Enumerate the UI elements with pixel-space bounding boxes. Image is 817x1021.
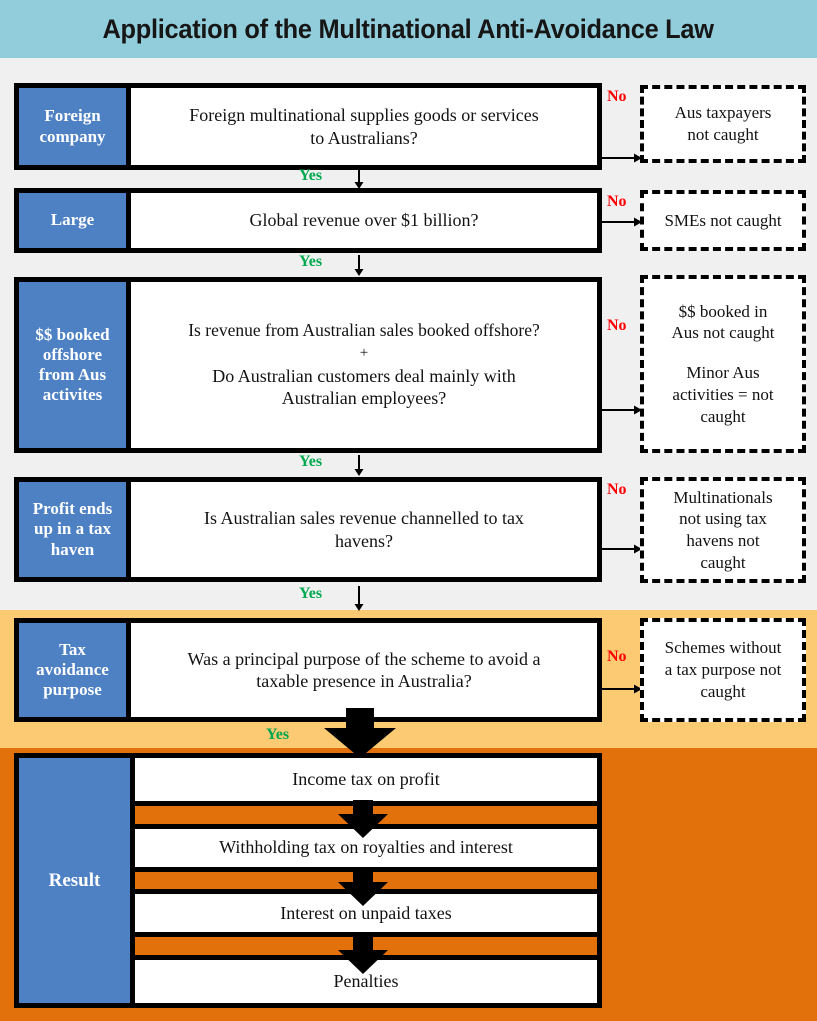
yes-arrow-row-4 [354,586,364,611]
row-label-line: up in a tax [34,519,111,539]
decision-row-tax-avoidance: Tax avoidance purpose Was a principal pu… [14,618,602,722]
row-question-foreign-company: Foreign multinational supplies goods or … [131,88,597,165]
no-arrow-row-1 [602,153,642,163]
outcome-line: caught [700,681,746,701]
row-label-booked-offshore: $$ booked offshore from Aus activites [19,282,131,448]
yes-label-row-1: Yes [299,167,323,184]
yes-label-row-4: Yes [299,585,323,602]
flow-arrow-result-1-2 [338,800,388,838]
row-label-line: Tax [59,639,86,659]
question-line: Is Australian sales revenue channelled t… [204,508,524,528]
outcome-line: not using tax [679,509,767,529]
page-title-bar: Application of the Multinational Anti-Av… [0,0,817,58]
outcome-line: Aus not caught [671,323,775,343]
row-label-foreign-company: Foreign company [19,88,131,165]
decision-row-booked-offshore: $$ booked offshore from Aus activites Is… [14,277,602,453]
result-block: Result Income tax on profit Withholding … [14,753,602,1008]
yes-label-row-2: Yes [299,253,323,270]
row-label-line: Foreign [44,106,101,126]
question-line: taxable presence in Australia? [256,671,472,691]
row-label-line: activites [42,385,103,405]
no-arrow-row-3 [602,405,642,415]
outcome-line: Aus taxpayers [674,103,772,123]
outcome-box-row-4: Multinationals not using tax havens not … [640,477,806,583]
row-label-line: offshore [42,344,103,364]
decision-row-tax-haven: Profit ends up in a tax haven Is Austral… [14,477,602,582]
no-label-row-5: No [607,648,627,665]
row-label-line: avoidance [36,659,109,679]
row-label-line: from Aus [38,365,107,384]
flow-arrow-to-result [324,708,396,758]
question-line: Do Australian customers deal mainly with [212,365,516,386]
outcome-box-row-3: $$ booked in Aus not caught Minor Aus ac… [640,275,806,453]
row-question-tax-haven: Is Australian sales revenue channelled t… [131,482,597,577]
question-line: havens? [335,530,393,551]
question-line: Was a principal purpose of the scheme to… [187,648,541,669]
question-line: Is revenue from Australian sales booked … [188,320,540,341]
flow-arrow-result-3-4 [338,936,388,974]
row-question-booked-offshore: Is revenue from Australian sales booked … [131,282,597,448]
yes-label-row-5: Yes [266,726,290,743]
no-label-row-2: No [607,193,627,210]
question-line: Australian employees? [281,388,447,409]
row-label-large: Large [19,193,131,248]
no-label-row-3: No [607,317,627,334]
question-line: to Australians? [310,127,418,148]
outcome-line: $$ booked in [678,301,768,321]
yes-arrow-row-2 [354,255,364,276]
row-label-tax-avoidance: Tax avoidance purpose [19,623,131,717]
outcome-line: caught [700,406,746,426]
outcome-box-row-5: Schemes without a tax purpose not caught [640,618,806,722]
question-line: Foreign multinational supplies goods or … [189,105,539,125]
result-item: Income tax on profit [135,758,597,806]
no-label-row-4: No [607,481,627,498]
no-arrow-row-2 [602,217,642,227]
yes-arrow-row-1 [354,170,364,189]
row-question-large: Global revenue over $1 billion? [131,193,597,248]
outcome-line: Schemes without [664,638,782,658]
result-label: Result [19,758,135,1003]
question-line: Global revenue over $1 billion? [249,210,479,231]
no-arrow-row-4 [602,544,642,554]
outcome-line: a tax purpose not [664,660,782,680]
row-label-line: Profit ends [32,499,113,519]
row-label-line: $$ booked [35,324,110,344]
decision-row-foreign-company: Foreign company Foreign multinational su… [14,83,602,170]
outcome-box-row-1: Aus taxpayers not caught [640,85,806,163]
outcome-line: caught [700,552,746,572]
yes-label-row-3: Yes [299,453,323,470]
row-label-tax-haven: Profit ends up in a tax haven [19,482,131,577]
outcome-line: havens not [686,531,760,550]
row-label-line: company [39,126,106,146]
outcome-box-row-2: SMEs not caught [640,190,806,251]
row-label-line: Large [50,210,95,230]
question-line: + [359,345,369,362]
decision-row-large: Large Global revenue over $1 billion? [14,188,602,253]
row-label-line: haven [50,539,95,559]
page-title: Application of the Multinational Anti-Av… [102,13,715,44]
no-label-row-1: No [607,88,627,105]
flow-arrow-result-2-3 [338,868,388,906]
row-label-line: purpose [43,680,102,700]
outcome-line: SMEs not caught [664,210,782,230]
outcome-line: not caught [687,125,759,144]
outcome-line: activities = not [672,384,774,404]
yes-arrow-row-3 [354,455,364,476]
outcome-line: Multinationals [673,487,773,507]
row-question-tax-avoidance: Was a principal purpose of the scheme to… [131,623,597,717]
no-arrow-row-5 [602,684,642,694]
outcome-line: Minor Aus [686,363,760,383]
